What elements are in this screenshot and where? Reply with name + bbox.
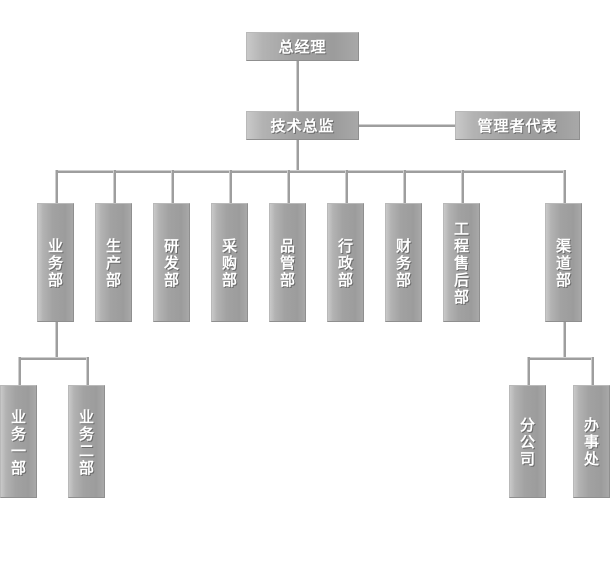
connector-department-bus xyxy=(55,170,564,173)
connector-business-subbus xyxy=(18,357,88,360)
connector-channel-to-subbus xyxy=(563,322,566,358)
connector-drop-business-unit-2 xyxy=(86,357,89,386)
connector-drop-channel xyxy=(563,170,566,203)
node-production-department[interactable]: 生产部 xyxy=(95,203,132,322)
node-purchasing-department[interactable]: 采购部 xyxy=(211,203,248,322)
node-finance-department[interactable]: 财务部 xyxy=(385,203,422,322)
node-engineering-aftersales-department[interactable]: 工程售后部 xyxy=(443,203,480,322)
connector-drop-rd xyxy=(171,170,174,203)
node-business-unit-2[interactable]: 业务二部 xyxy=(68,385,105,498)
connector-channel-subbus xyxy=(527,357,593,360)
node-general-manager[interactable]: 总经理 xyxy=(246,32,359,61)
node-channel-department[interactable]: 渠道部 xyxy=(545,203,582,322)
connector-drop-branch-company xyxy=(527,357,530,386)
node-rd-department[interactable]: 研发部 xyxy=(153,203,190,322)
connector-drop-purchasing xyxy=(229,170,232,203)
node-management-representative[interactable]: 管理者代表 xyxy=(455,111,580,140)
node-branch-company[interactable]: 分公司 xyxy=(509,385,546,498)
connector-drop-finance xyxy=(403,170,406,203)
connector-drop-business-unit-1 xyxy=(18,357,21,386)
connector-drop-office xyxy=(591,357,594,386)
node-business-department[interactable]: 业务部 xyxy=(37,203,74,322)
connector-gm-to-cto xyxy=(296,61,299,111)
connector-drop-admin xyxy=(345,170,348,203)
connector-cto-to-management-rep xyxy=(359,124,455,127)
connector-drop-business xyxy=(55,170,58,203)
connector-cto-to-department-bus xyxy=(296,140,299,171)
node-office[interactable]: 办事处 xyxy=(573,385,610,498)
node-business-unit-1[interactable]: 业务一部 xyxy=(0,385,37,498)
node-quality-control-department[interactable]: 品管部 xyxy=(269,203,306,322)
connector-business-to-subbus xyxy=(55,322,58,358)
connector-drop-quality xyxy=(287,170,290,203)
node-administration-department[interactable]: 行政部 xyxy=(327,203,364,322)
connector-drop-production xyxy=(113,170,116,203)
node-technical-director[interactable]: 技术总监 xyxy=(246,111,359,140)
connector-drop-engineering-aftersales xyxy=(461,170,464,203)
